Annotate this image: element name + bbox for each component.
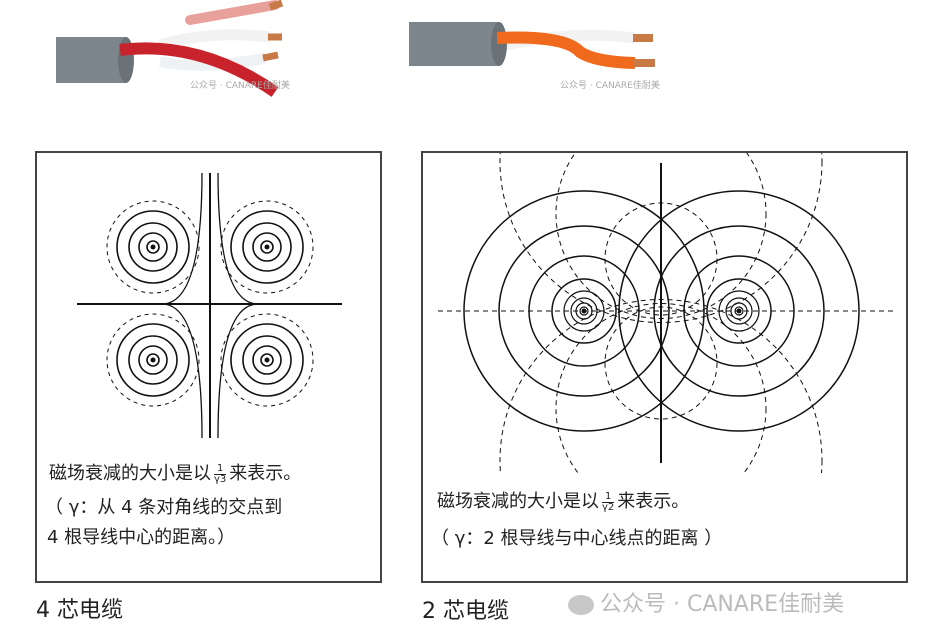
watermark: 公众号 · CANARE佳耐美 [568, 586, 844, 618]
watermark-text: 公众号 · CANARE佳耐美 [560, 79, 660, 91]
two-core-description-line2: （ γ：2 根导线与中心线点的距离 ） [431, 528, 723, 549]
field-line [579, 306, 589, 316]
field-line [725, 297, 753, 325]
field-line [161, 172, 203, 439]
field-line [116, 323, 190, 397]
field-line [116, 210, 190, 284]
field-line [463, 190, 705, 432]
equipotential-line [499, 299, 823, 473]
conductor [736, 308, 742, 314]
field-line [128, 222, 178, 272]
equipotential-line [220, 313, 314, 407]
field-line [498, 225, 670, 397]
field-line [252, 345, 282, 375]
field-line [242, 222, 292, 272]
field-line [730, 302, 748, 320]
four-core-description-line2: （ γ：从 4 条对角线的交点到 [45, 497, 283, 518]
field-line [138, 345, 168, 375]
field-line [718, 290, 760, 332]
equipotential-line [555, 153, 767, 319]
equipotential-line [220, 200, 314, 294]
field-line [252, 232, 282, 262]
equipotential-line [604, 306, 718, 420]
equipotential-line [499, 153, 823, 323]
field-line [138, 232, 168, 262]
watermark-text: 公众号 · CANARE佳耐美 [190, 79, 290, 91]
field-line [146, 240, 160, 254]
equipotential-line [604, 202, 718, 316]
two-core-caption: 2 芯电缆 [422, 599, 509, 624]
field-line [260, 240, 274, 254]
field-line [230, 323, 304, 397]
field-line [563, 290, 605, 332]
four-core-description-line3: 4 根导线中心的距离。） [47, 527, 236, 548]
conductor [264, 244, 270, 250]
conductor [150, 244, 156, 250]
field-line [683, 255, 795, 367]
field-line [146, 353, 160, 367]
wechat-icon [568, 595, 594, 615]
field-line [128, 335, 178, 385]
four-core-field-diagram [77, 172, 342, 439]
conductor [150, 357, 156, 363]
equipotential-line [106, 313, 200, 407]
field-line [551, 278, 617, 344]
conductor [581, 308, 587, 314]
field-line [260, 353, 274, 367]
equipotential-line [106, 200, 200, 294]
two-core-cable-image: 公众号 · CANARE佳耐美 [409, 22, 660, 91]
field-line [734, 306, 744, 316]
field-line [230, 210, 304, 284]
field-line [706, 278, 772, 344]
four-core-caption: 4 芯电缆 [36, 598, 123, 623]
field-line [217, 172, 259, 439]
field-line [653, 225, 825, 397]
four-core-cable-image: 公众号 · CANARE佳耐美 [56, 0, 290, 97]
field-line [618, 190, 860, 432]
conductor [264, 357, 270, 363]
field-line [570, 297, 598, 325]
field-line [242, 335, 292, 385]
two-core-field-diagram [438, 153, 893, 473]
equipotential-line [555, 303, 767, 473]
